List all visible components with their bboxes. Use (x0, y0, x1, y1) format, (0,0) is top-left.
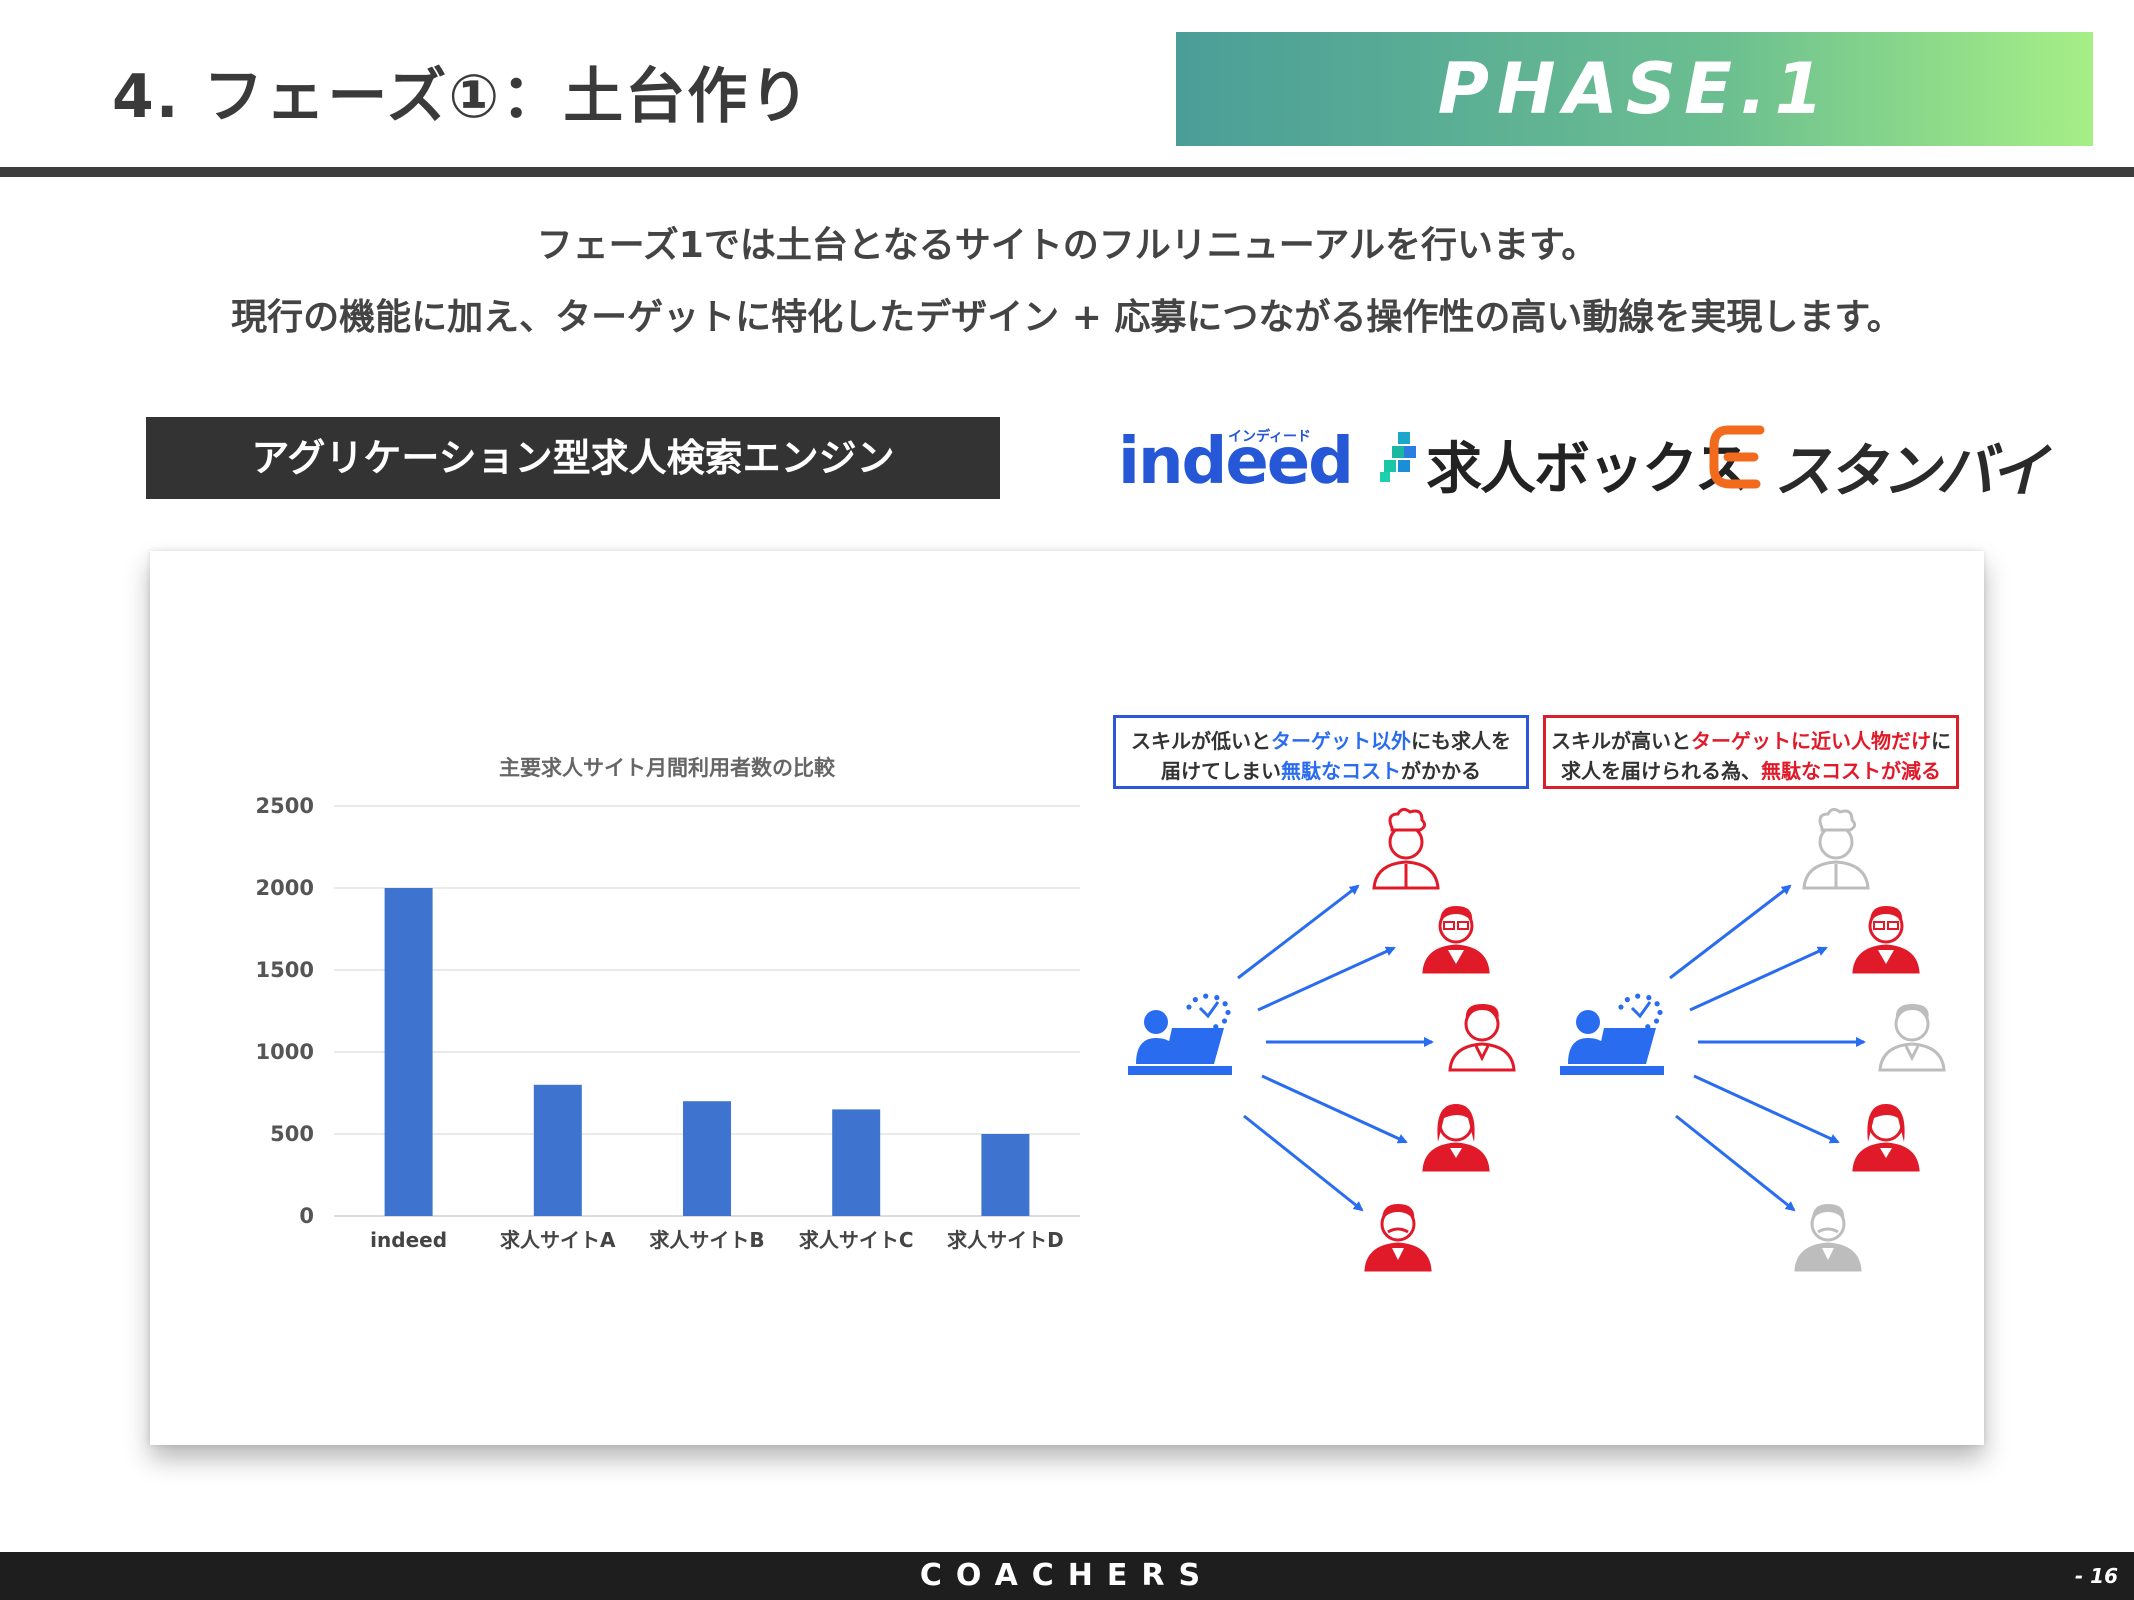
targeting-diagram (1128, 807, 1946, 1272)
x-tick-label: 求人サイトB (649, 1228, 764, 1252)
y-tick-label: 500 (270, 1122, 314, 1146)
gentleman-person-icon (1794, 1204, 1862, 1272)
section-label-box (146, 417, 1000, 499)
x-tick-label: indeed (370, 1228, 447, 1252)
bar (832, 1109, 881, 1216)
kyujin-box-logo: 求人ボックス (1426, 437, 1750, 502)
kyujin-box-logo-icon (1380, 432, 1416, 482)
note-low-skill: スキルが低いとターゲット以外にも求人を 届けてしまい無駄なコストがかかる (1113, 715, 1529, 789)
woman-person-icon (1852, 1104, 1920, 1172)
page-title: 4. フェーズ①：土台作り (112, 62, 812, 132)
doctor-person-icon (1422, 906, 1490, 974)
indeed-logo: indeed (1118, 425, 1354, 499)
bar-chart: 0 500 1000 1500 2000 2500 indeed 求人サイトA 求人サイトB 求人… (256, 794, 1080, 1252)
page-number: - 16 (2074, 1564, 2118, 1588)
arrow (1257, 946, 1396, 1012)
y-tick-label: 2000 (256, 876, 314, 900)
note-right-highlight-2: 無駄なコストが減る (1761, 759, 1941, 783)
note-left-text-2: にも求人を (1411, 729, 1511, 753)
bar (533, 1084, 582, 1216)
note-high-skill: スキルが高いとターゲットに近い人物だけに 求人を届けられる為、無駄なコストが減る (1543, 715, 1959, 789)
arrow (1675, 1114, 1796, 1212)
section-label: アグリケーション型求人検索エンジン (251, 436, 895, 480)
note-left-text-1: スキルが低いと (1131, 729, 1271, 753)
bar (683, 1101, 731, 1216)
intro-line-1: フェーズ1では土台となるサイトのフルリニューアルを行います。 (536, 225, 1598, 266)
arrow (1243, 1114, 1364, 1212)
y-tick-label: 2500 (256, 794, 314, 818)
note-left-text-4: がかかる (1401, 759, 1481, 783)
person-at-laptop-icon (1128, 993, 1232, 1075)
note-right-highlight-1: ターゲットに近い人物だけ (1691, 729, 1931, 753)
arrow (1261, 1074, 1408, 1144)
content-card (150, 551, 1984, 1445)
x-tick-label: 求人サイトC (799, 1228, 914, 1252)
y-tick-label: 1500 (256, 958, 314, 982)
chef-person-icon (1372, 807, 1440, 890)
indeed-logo-ruby: インディード (1228, 429, 1312, 445)
chef-person-icon (1802, 807, 1870, 890)
arrow (1669, 884, 1792, 980)
arrow (1237, 884, 1360, 980)
note-right-text-2: に (1931, 729, 1951, 753)
note-left-text-3: 届けてしまい (1161, 759, 1281, 783)
y-tick-label: 0 (299, 1204, 314, 1228)
note-right-text-1: スキルが高いと (1551, 729, 1691, 753)
footer-bar (0, 1552, 2134, 1600)
note-left-highlight-2: 無駄なコスト (1281, 759, 1401, 783)
stanby-logo: スタンバイ (1774, 437, 2048, 505)
bar (981, 1134, 1030, 1216)
intro-line-2: 現行の機能に加え、ターゲットに特化したデザイン + 応募につながる操作性の高い動… (231, 297, 1903, 338)
x-tick-label: 求人サイトA (500, 1228, 616, 1252)
note-left-highlight-1: ターゲット以外 (1271, 729, 1411, 753)
person-at-laptop-icon (1560, 993, 1664, 1075)
arrow (1689, 946, 1828, 1012)
gentleman-person-icon (1364, 1204, 1432, 1272)
stanby-logo-icon (1709, 425, 1765, 489)
arrow (1693, 1074, 1840, 1144)
x-tick-label: 求人サイトD (947, 1228, 1064, 1252)
header-divider (0, 167, 2134, 177)
doctor-person-icon (1852, 906, 1920, 974)
y-tick-label: 1000 (256, 1040, 314, 1064)
suit-person-icon (1878, 1004, 1946, 1072)
chart-title: 主要求人サイト月間利用者数の比較 (499, 756, 835, 780)
phase-banner (1176, 32, 2093, 146)
bar (384, 888, 433, 1216)
footer-brand: COACHERS (919, 1558, 1215, 1593)
phase-label: PHASE.1 (1437, 48, 1832, 130)
woman-person-icon (1422, 1104, 1490, 1172)
note-right-text-3: 求人を届けられる為、 (1561, 759, 1761, 783)
suit-person-icon (1448, 1004, 1516, 1072)
